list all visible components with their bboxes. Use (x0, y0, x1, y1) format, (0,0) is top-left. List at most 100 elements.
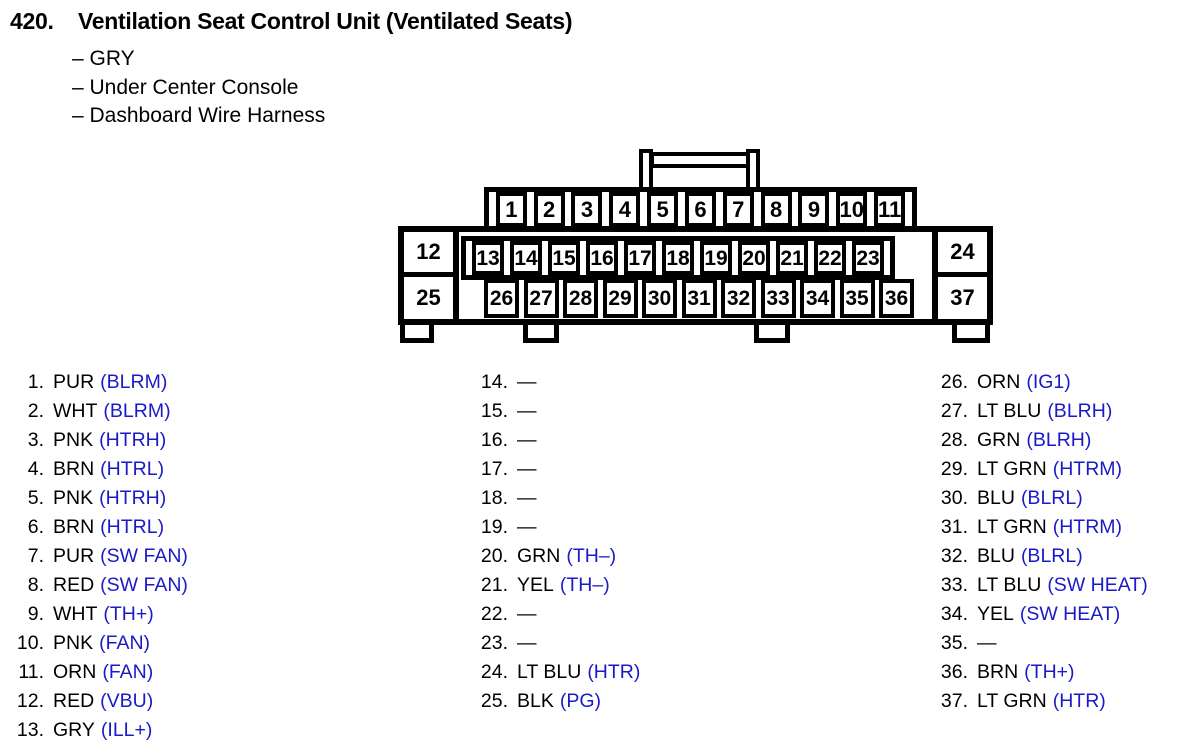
signal-name: (FAN) (102, 661, 154, 683)
pin-cell-4: 4 (609, 192, 641, 227)
pin-cell-20: 20 (738, 241, 770, 275)
pinout-row: 34.YEL(SW HEAT) (934, 600, 1148, 629)
pinout-row: 11. ORN(FAN) (10, 658, 188, 687)
pinout-row: 18. — (474, 484, 640, 513)
wire-color: GRN (977, 429, 1021, 451)
pin-number: 16. (480, 429, 508, 451)
pin-cell-26: 26 (484, 279, 519, 318)
pin-cell-8: 8 (760, 192, 792, 227)
signal-name: (HTR) (587, 661, 641, 683)
signal-name: (HTRL) (100, 458, 165, 480)
wire-color: — (517, 487, 537, 509)
pin-number: 28. (940, 429, 968, 451)
wire-color: BRN (53, 458, 95, 480)
signal-name: (BLRH) (1047, 400, 1113, 422)
signal-name: (SW HEAT) (1019, 603, 1121, 625)
pin-number: 4. (27, 458, 44, 480)
pin-number: 19. (480, 516, 508, 538)
wire-color: RED (53, 574, 95, 596)
pin-cell-27: 27 (523, 279, 559, 318)
pin-number: 8. (27, 574, 44, 596)
pin-cell-14: 14 (510, 241, 542, 275)
pin-cell-37: 37 (938, 277, 987, 319)
section-number: 420. (10, 8, 54, 34)
signal-name: (SW HEAT) (1047, 574, 1148, 596)
pin-number: 36. (940, 661, 968, 683)
pin-cell-28: 28 (563, 279, 598, 318)
pinout-row: 9.WHT(TH+) (10, 600, 188, 629)
pinout-row: 37.LT GRN(HTR) (934, 687, 1148, 716)
wire-color: — (517, 371, 537, 393)
pin-number: 15. (480, 400, 508, 422)
pin-cell-11: 11 (874, 192, 906, 227)
pin-number: 14. (480, 371, 508, 393)
wire-color: LT BLU (517, 661, 582, 683)
pin-number: 23. (480, 632, 508, 654)
pin-number: 9. (27, 603, 44, 625)
signal-name: (TH+) (1024, 661, 1075, 683)
pinout-row: 5. PNK(HTRH) (10, 484, 188, 513)
signal-name: (HTRL) (100, 516, 165, 538)
pin-number: 11. (18, 661, 44, 683)
pin-number: 26. (940, 371, 968, 393)
pin-cell-35: 35 (839, 279, 875, 318)
wire-color: BRN (977, 661, 1019, 683)
pin-cell-16: 16 (586, 241, 618, 275)
pinout-row: 1.PUR(BLRM) (10, 368, 188, 397)
pin-number: 21. (480, 574, 508, 596)
wire-color: GRN (517, 545, 561, 567)
pin-cell-12: 12 (404, 232, 453, 277)
pinout-row: 27.LT BLU(BLRH) (934, 397, 1148, 426)
pinout-row: 19.— (474, 513, 640, 542)
detail-location: – Under Center Console (72, 75, 299, 99)
pin-number: 3. (27, 429, 44, 451)
left-pin-column: 12 25 (398, 226, 459, 325)
wire-color: ORN (53, 661, 97, 683)
pinout-row: 6.BRN(HTRL) (10, 513, 188, 542)
pinout-row: 10.PNK(FAN) (10, 629, 188, 658)
signal-name: (HTRH) (99, 487, 167, 509)
pin-cell-1: 1 (495, 192, 527, 227)
pin-cell-18: 18 (662, 241, 694, 275)
wire-color: YEL (517, 574, 554, 596)
wire-color: RED (53, 690, 95, 712)
pin-cell-30: 30 (642, 279, 677, 318)
signal-name: (BLRL) (1020, 545, 1083, 567)
pinout-row: 31.LT GRN(HTRM) (934, 513, 1148, 542)
pinout-row: 36. BRN(TH+) (934, 658, 1148, 687)
pin-number: 31. (940, 516, 968, 538)
pinout-column-3: 26.ORN(IG1)27.LT BLU(BLRH)28.GRN(BLRH)29… (934, 368, 1148, 716)
signal-name: (BLRM) (100, 371, 168, 393)
pin-cell-5: 5 (647, 192, 679, 227)
signal-name: (VBU) (100, 690, 154, 712)
pin-cell-32: 32 (721, 279, 756, 318)
pinout-row: 20.GRN(TH–) (474, 542, 640, 571)
pinout-row: 26.ORN(IG1) (934, 368, 1148, 397)
wire-color: — (517, 603, 537, 625)
pin-cell-7: 7 (722, 192, 754, 227)
pinout-row: 4. BRN(HTRL) (10, 455, 188, 484)
pin-cell-15: 15 (548, 241, 580, 275)
pinout-row: 15.— (474, 397, 640, 426)
pin-cell-2: 2 (533, 192, 565, 227)
wire-color: LT GRN (977, 458, 1047, 480)
pinout-row: 22. — (474, 600, 640, 629)
pinout-row: 21.YEL(TH–) (474, 571, 640, 600)
connector-details: – GRY – Under Center Console – Dashboard… (72, 45, 325, 131)
pinout-row: 17.— (474, 455, 640, 484)
pin-number: 22. (480, 603, 508, 625)
pinout-row: 24.LT BLU(HTR) (474, 658, 641, 687)
pin-number: 7. (27, 545, 44, 567)
pin-cell-10: 10 (836, 192, 868, 227)
wire-color: PNK (53, 487, 94, 509)
pinout-row: 23.— (474, 629, 640, 658)
pinout-row: 7.PUR(SW FAN) (10, 542, 188, 571)
signal-name: (BLRH) (1026, 429, 1092, 451)
pin-number: 18. (480, 487, 508, 509)
pinout-row: 30.BLU(BLRL) (934, 484, 1148, 513)
pin-number: 5. (27, 487, 44, 509)
pin-number: 33. (940, 574, 968, 596)
